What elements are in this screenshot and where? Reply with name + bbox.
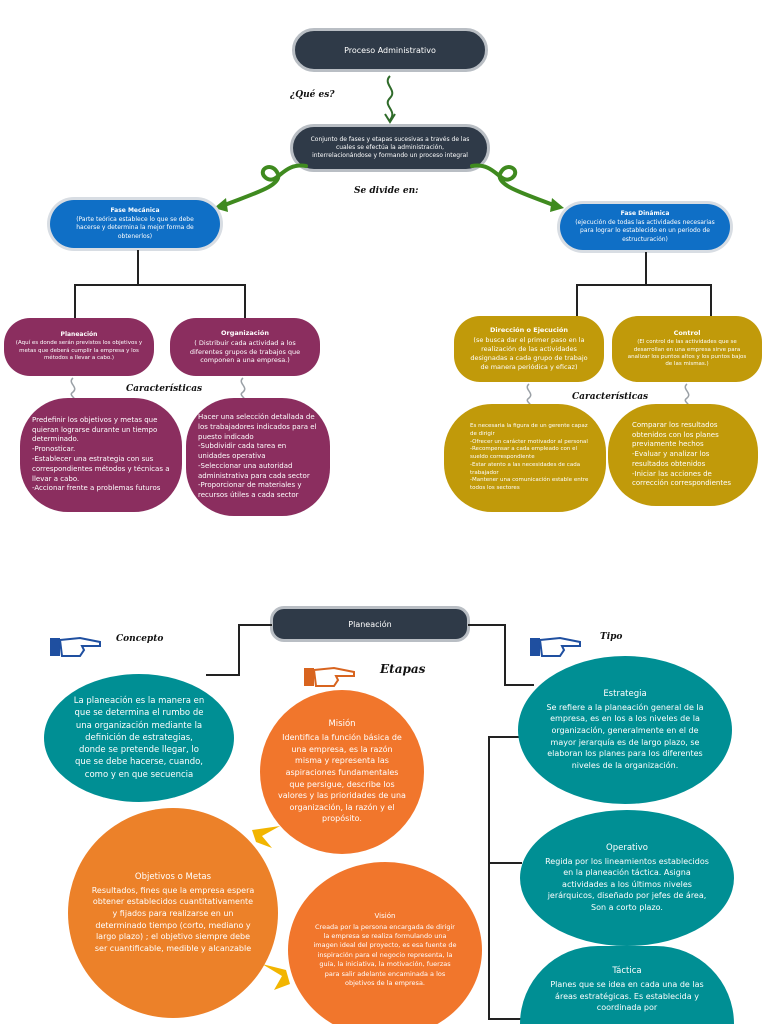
node-desc: (Aquí es donde serán previstos los objet…	[15, 340, 143, 362]
node-title: Dirección o Ejecución	[490, 326, 568, 335]
definition-text: Conjunto de fases y etapas sucesivas a t…	[310, 135, 470, 160]
connector-line	[488, 862, 522, 864]
connector-line	[504, 684, 534, 686]
node-text: Se refiere a la planeación general de la…	[546, 702, 704, 770]
connector-line	[74, 284, 76, 320]
node-concepto: La planeación es la manera en que se det…	[44, 674, 234, 802]
label-concepto: Concepto	[116, 634, 164, 644]
label-se-divide: Se divide en:	[354, 186, 419, 196]
node-mision: Misión Identifica la función básica de u…	[260, 690, 424, 854]
node-text: Identifica la función básica de una empr…	[278, 733, 406, 824]
chevron-arrow-icon	[262, 964, 290, 990]
curly-arrow-icon	[384, 75, 396, 124]
node-desc: ( Distribuir cada actividad a los difere…	[189, 338, 301, 365]
chars-text: Comparar los resultados obtenidos con lo…	[632, 420, 732, 488]
node-title: Organización	[221, 328, 269, 337]
connector-line	[488, 1018, 522, 1020]
connector-line	[710, 284, 712, 318]
chars-organizacion: Hacer una selección detallada de los tra…	[186, 398, 330, 516]
node-fase-dinamica: Fase Dinámica (ejecución de todas las ac…	[560, 204, 730, 250]
curly-arrow-icon	[470, 163, 564, 212]
node-definicion: Conjunto de fases y etapas sucesivas a t…	[290, 124, 490, 172]
connector-line	[645, 252, 647, 286]
curly-arrow-icon	[214, 163, 308, 212]
connector-line	[238, 624, 272, 626]
node-title: Planeación	[348, 619, 392, 629]
node-text: Planes que se idea en cada una de las ár…	[550, 980, 704, 1013]
node-desc: (Parte teórica establece lo que se debe …	[76, 216, 194, 240]
connector-line	[468, 624, 504, 626]
node-organizacion: Organización ( Distribuir cada actividad…	[170, 318, 320, 376]
node-estrategia: Estrategia Se refiere a la planeación ge…	[518, 656, 732, 804]
node-planeacion: Planeación (Aquí es donde serán previsto…	[4, 318, 154, 376]
node-title: Control	[673, 329, 701, 338]
pointing-hand-icon	[304, 666, 355, 687]
connector-line	[488, 736, 520, 738]
connector-line	[137, 250, 139, 286]
node-text: Regida por los lineamientos establecidos…	[545, 856, 709, 912]
node-title: Táctica	[612, 966, 642, 976]
node-tactica: Táctica Planes que se idea en cada una d…	[520, 946, 734, 1024]
label-tipo: Tipo	[600, 632, 623, 642]
connector-line	[206, 674, 240, 676]
node-fase-mecanica: Fase Mecánica (Parte teórica establece l…	[50, 200, 220, 248]
node-text: Creada por la persona encargada de dirig…	[313, 922, 457, 988]
chars-control: Comparar los resultados obtenidos con lo…	[608, 404, 758, 506]
connector-line	[238, 624, 240, 676]
node-vision: Visión Creada por la persona encargada d…	[288, 862, 482, 1024]
label-que-es: ¿Qué es?	[290, 90, 335, 100]
connector-line	[504, 624, 506, 686]
node-operativo: Operativo Regida por los lineamientos es…	[520, 810, 734, 946]
node-text: Resultados, fines que la empresa espera …	[91, 885, 255, 953]
node-desc: (ejecución de todas las actividades nece…	[575, 219, 715, 243]
node-title: Misión	[328, 719, 356, 730]
pointing-hand-icon	[530, 636, 581, 657]
node-title: Proceso Administrativo	[344, 45, 436, 55]
connector-line	[244, 284, 246, 318]
chars-text: Es necesaria la figura de un gerente cap…	[470, 423, 589, 491]
node-direccion: Dirección o Ejecución (se busca dar el p…	[454, 316, 604, 382]
node-title: Planeación	[60, 331, 98, 339]
node-title: Fase Mecánica	[110, 207, 160, 215]
node-title: Fase Dinámica	[620, 210, 670, 218]
concepto-text: La planeación es la manera en que se det…	[73, 695, 205, 780]
node-objetivos: Objetivos o Metas Resultados, fines que …	[68, 808, 278, 1018]
node-title: Visión	[374, 911, 396, 920]
chars-text: Predefinir los objetivos y metas que qui…	[32, 415, 170, 493]
label-caracteristicas-left: Características	[126, 384, 203, 394]
label-etapas: Etapas	[380, 662, 426, 676]
chars-planeacion: Predefinir los objetivos y metas que qui…	[20, 398, 182, 512]
chars-text: Hacer una selección detallada de los tra…	[198, 412, 317, 500]
node-title: Operativo	[606, 842, 648, 853]
node-planeacion-root: Planeación	[270, 606, 470, 642]
connector-line	[576, 284, 578, 318]
node-title: Estrategia	[603, 688, 647, 699]
chars-direccion: Es necesaria la figura de un gerente cap…	[444, 404, 606, 512]
pointing-hand-icon	[50, 636, 101, 657]
label-caracteristicas-right: Características	[572, 392, 649, 402]
connector-line	[576, 284, 712, 286]
node-desc: (El control de las actividades que se de…	[627, 339, 747, 368]
node-desc: (se busca dar el primer paso en la reali…	[470, 336, 588, 371]
node-proceso-administrativo: Proceso Administrativo	[292, 28, 488, 72]
connector-line	[488, 736, 490, 1020]
node-title: Objetivos o Metas	[134, 871, 212, 882]
node-control: Control (El control de las actividades q…	[612, 316, 762, 382]
chevron-arrow-icon	[252, 826, 280, 848]
connector-line	[74, 284, 246, 286]
